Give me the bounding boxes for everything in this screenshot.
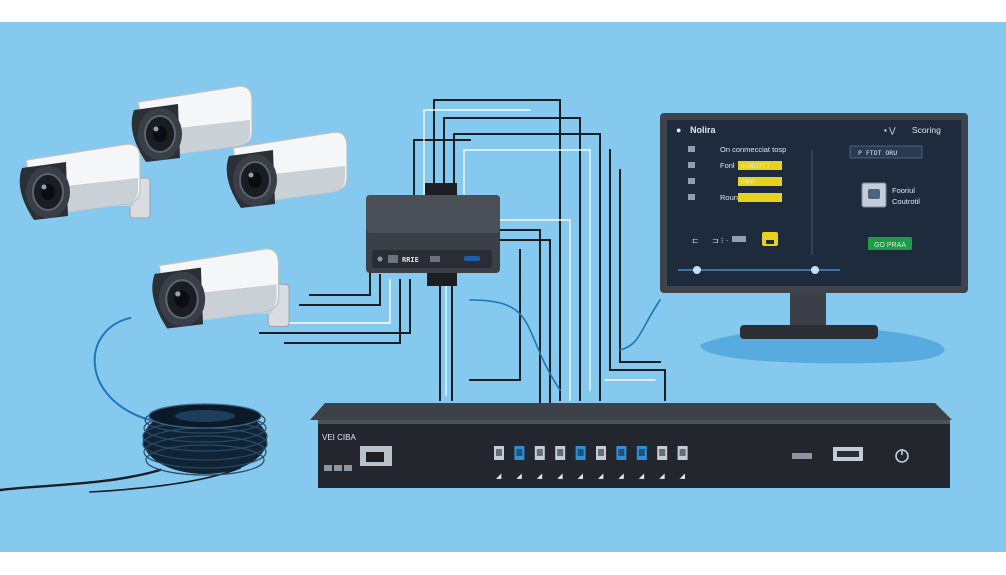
camera-port[interactable]: ◢ xyxy=(616,446,627,480)
port-led: ◢ xyxy=(680,473,686,480)
screen-chip xyxy=(738,177,782,186)
cable xyxy=(469,249,521,381)
cable xyxy=(609,149,666,401)
screen-list-item[interactable]: Roun Ocur xyxy=(688,193,782,202)
screen-chip-label: SCHDEFCT xyxy=(741,163,770,170)
screen-header: ● Nolira ▪ ⋁ Scoring xyxy=(676,125,941,135)
screen-list-label: Fonl xyxy=(720,161,735,170)
port-led: ◢ xyxy=(516,473,522,480)
camera-port[interactable]: ◢ xyxy=(555,446,566,480)
camera-port[interactable]: ◢ xyxy=(596,446,606,480)
coax-cable xyxy=(619,298,662,351)
screen-chip xyxy=(738,161,782,170)
status-chip: P FTOT ORU xyxy=(858,149,897,157)
port-led: ◢ xyxy=(598,473,604,480)
nvr-icon: VEI CIBA ◢ ◢ ◢ ◢ ◢ ◢ ◢ ◢ ◢ ◢ xyxy=(310,403,952,488)
port-led: ◢ xyxy=(557,473,563,480)
go-button[interactable] xyxy=(868,237,912,250)
switch-label: RRIE xyxy=(402,256,419,264)
camera-group xyxy=(19,85,348,329)
cable xyxy=(413,139,471,196)
list-bullet-icon xyxy=(688,178,695,184)
camera-port[interactable]: ◢ xyxy=(534,446,545,480)
camera-icon xyxy=(152,248,290,329)
cable xyxy=(463,149,591,391)
cable xyxy=(499,239,551,406)
list-bullet-icon xyxy=(688,146,695,152)
cable xyxy=(619,169,661,363)
camera-port[interactable]: ◢ xyxy=(575,446,586,480)
network-switch: RRIE xyxy=(366,183,500,286)
port-led: ◢ xyxy=(618,473,624,480)
monitor-icon: ● Nolira ▪ ⋁ Scoring On conmecciat tospF… xyxy=(660,113,968,364)
cable xyxy=(433,99,561,401)
cable xyxy=(499,229,541,406)
port-led: ◢ xyxy=(537,473,543,480)
coax-cable xyxy=(93,316,152,422)
folder-icon: ⊏ xyxy=(692,236,699,245)
camera-port[interactable]: ◢ xyxy=(677,446,688,480)
screen-chip xyxy=(738,193,782,202)
cable-tail xyxy=(0,468,162,492)
screen-right-panel: P FTOT ORU Fooriul Coutrotil GO PRAA xyxy=(849,145,923,250)
bell-icon: ● xyxy=(676,125,681,135)
port-led: ◢ xyxy=(639,473,645,480)
camera-port[interactable]: ◢ xyxy=(657,446,668,480)
screen-bottom-icons: ⊏ ⊐ ⁝ · xyxy=(692,232,778,246)
go-button-label: GO PRAA xyxy=(874,242,906,249)
cable xyxy=(423,109,531,196)
cable xyxy=(499,219,571,401)
screen-brand: Nolira xyxy=(690,125,717,135)
cable xyxy=(284,279,401,344)
screen-chip-label: FMMY xyxy=(741,179,756,186)
screen-list-label: On conmecciat tosp xyxy=(720,145,786,154)
nvr-label: VEI CIBA xyxy=(322,433,356,442)
chevron-icon: ▪ ⋁ xyxy=(884,126,896,135)
cable xyxy=(443,117,581,401)
screen-header-right: Scoring xyxy=(912,125,941,135)
info-icon: ⊐ ⁝ · xyxy=(712,236,728,245)
camera-port[interactable]: ◢ xyxy=(494,446,504,480)
camera-icon xyxy=(131,85,253,162)
screen-list-item[interactable]: FMMY xyxy=(688,177,782,186)
port-led: ◢ xyxy=(578,473,584,480)
cable-coil-icon xyxy=(142,403,268,476)
camera-port[interactable]: ◢ xyxy=(514,446,525,480)
list-bullet-icon xyxy=(688,194,695,200)
cable-tail xyxy=(89,466,242,493)
camera-icon xyxy=(226,131,348,208)
port-led: ◢ xyxy=(496,473,502,480)
screen-list-item[interactable]: On conmecciat tosp xyxy=(688,145,786,154)
camera-icon xyxy=(19,143,151,220)
usb-port[interactable] xyxy=(792,453,812,459)
panel-label-2: Coutrotil xyxy=(892,197,920,206)
nvr-port-row: ◢ ◢ ◢ ◢ ◢ ◢ ◢ ◢ ◢ ◢ xyxy=(494,446,688,480)
cable xyxy=(299,274,381,306)
cable xyxy=(289,279,391,324)
screen-list-item[interactable]: Fonl SCHDEFCT xyxy=(688,161,782,170)
port-led: ◢ xyxy=(659,473,665,480)
coax-cable xyxy=(469,299,562,392)
camera-port[interactable]: ◢ xyxy=(636,446,647,480)
list-bullet-icon xyxy=(688,162,695,168)
cable xyxy=(453,133,601,401)
cable xyxy=(259,279,411,334)
panel-label-1: Fooriul xyxy=(892,186,915,195)
